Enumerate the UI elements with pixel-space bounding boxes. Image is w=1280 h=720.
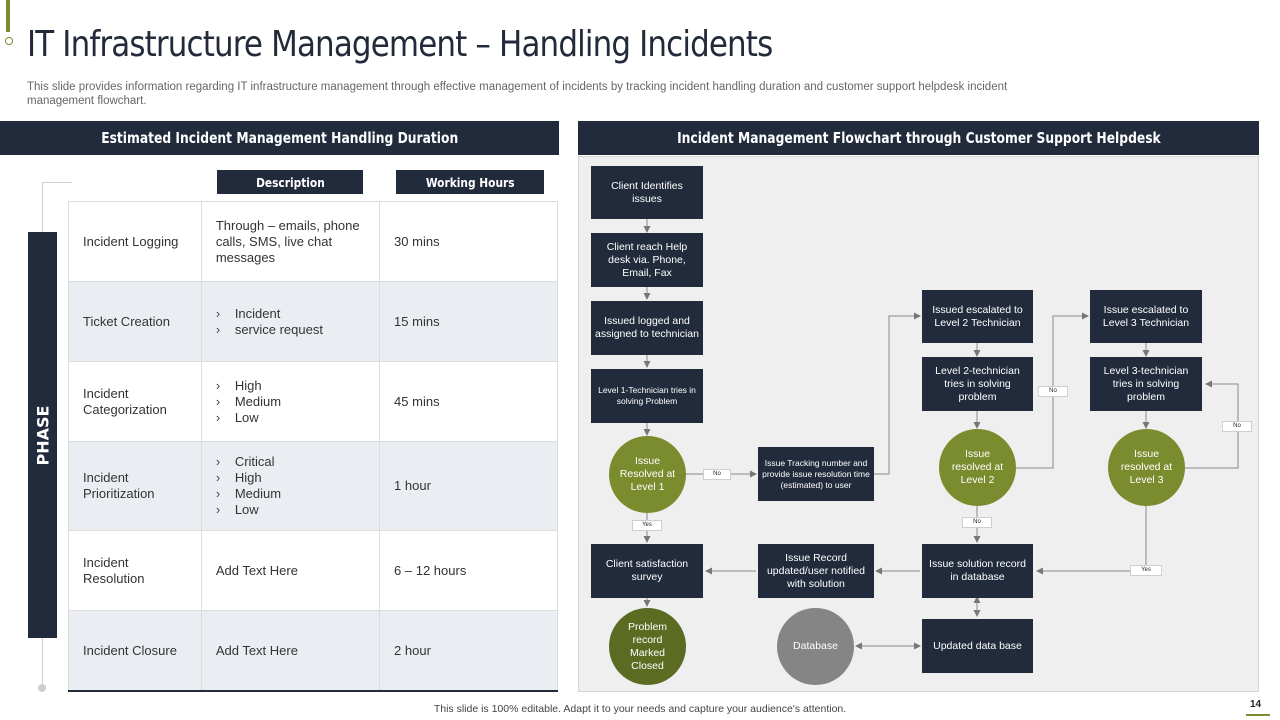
table-bottom-border — [68, 690, 558, 692]
slide-title: IT Infrastructure Management – Handling … — [27, 24, 773, 65]
phase-bar: PHASE — [28, 232, 57, 638]
label-yes: Yes — [632, 520, 662, 531]
node-updated-database: Updated data base — [922, 619, 1033, 673]
phase-hours: 6 – 12 hours — [379, 530, 558, 611]
node-level2-tries: Level 2-technician tries in solving prob… — [922, 357, 1033, 411]
phase-name: Ticket Creation — [68, 281, 202, 362]
description-column-header: Description — [217, 170, 363, 194]
phase-description: Incident service request — [200, 281, 381, 362]
phase-description: Add Text Here — [200, 530, 381, 611]
left-panel-header: Estimated Incident Management Handling D… — [0, 121, 559, 155]
working-hours-column-header: Working Hours — [396, 170, 544, 194]
phase-hours: 15 mins — [379, 281, 558, 362]
bullet-item: Low — [216, 410, 365, 426]
phase-hours: 1 hour — [379, 441, 558, 531]
node-resolved-level2: Issue resolved at Level 2 — [939, 429, 1016, 506]
node-satisfaction-survey: Client satisfaction survey — [591, 544, 703, 598]
bullet-item: Incident — [216, 306, 365, 322]
table-row: Incident Resolution Add Text Here 6 – 12… — [68, 530, 558, 611]
phase-name: Incident Resolution — [68, 530, 202, 611]
label-no: No — [1038, 386, 1068, 397]
table-row: Ticket Creation Incident service request… — [68, 281, 558, 362]
node-client-reach: Client reach Help desk via. Phone, Email… — [591, 233, 703, 287]
label-no: No — [1222, 421, 1252, 432]
label-no: No — [962, 517, 992, 528]
bullet-item: Medium — [216, 486, 365, 502]
bullet-item: service request — [216, 322, 365, 338]
node-escalated-level3: Issue escalated to Level 3 Technician — [1090, 290, 1202, 343]
table-row: Incident Prioritization Critical High Me… — [68, 441, 558, 531]
page-number: 14 — [1250, 699, 1262, 710]
bullet-item: Critical — [216, 454, 365, 470]
node-resolved-level3: Issue resolved at Level 3 — [1108, 429, 1185, 506]
table-row: Incident Logging Through – emails, phone… — [68, 201, 558, 282]
phase-description: High Medium Low — [200, 361, 381, 442]
node-problem-closed: Problem record Marked Closed — [609, 608, 686, 685]
node-escalated-level2: Issued escalated to Level 2 Technician — [922, 290, 1033, 343]
phase-hours: 45 mins — [379, 361, 558, 442]
phase-name: Incident Logging — [68, 201, 202, 282]
node-client-identifies: Client Identifies issues — [591, 166, 703, 219]
node-issued-logged: Issued logged and assigned to technician — [591, 301, 703, 355]
phase-name: Incident Categorization — [68, 361, 202, 442]
phase-description: Through – emails, phone calls, SMS, live… — [200, 201, 381, 282]
node-resolved-level1: Issue Resolved at Level 1 — [609, 436, 686, 513]
right-panel-header: Incident Management Flowchart through Cu… — [578, 121, 1259, 155]
table-row: Incident Categorization High Medium Low … — [68, 361, 558, 442]
footer-note: This slide is 100% editable. Adapt it to… — [433, 703, 847, 715]
phase-hours: 2 hour — [379, 610, 558, 691]
phase-table: Incident Logging Through – emails, phone… — [68, 201, 558, 691]
page-number-underline — [1246, 714, 1270, 716]
node-level1-tries: Level 1-Technician tries in solving Prob… — [591, 369, 703, 423]
bullet-item: High — [216, 378, 365, 394]
timeline-end-dot — [38, 684, 46, 692]
label-yes: Yes — [1130, 565, 1162, 576]
accent-dot — [5, 37, 13, 45]
phase-description: Critical High Medium Low — [200, 441, 381, 531]
phase-hours: 30 mins — [379, 201, 558, 282]
bullet-item: Medium — [216, 394, 365, 410]
node-database: Database — [777, 608, 854, 685]
node-level3-tries: Level 3-technician tries in solving prob… — [1090, 357, 1202, 411]
slide-subtitle: This slide provides information regardin… — [27, 81, 1008, 107]
accent-bar — [6, 0, 10, 32]
table-row: Incident Closure Add Text Here 2 hour — [68, 610, 558, 691]
phase-description: Add Text Here — [200, 610, 381, 691]
node-solution-record: Issue solution record in database — [922, 544, 1033, 598]
bullet-item: Low — [216, 502, 365, 518]
label-no: No — [703, 469, 731, 480]
node-issue-record-updated: Issue Record updated/user notified with … — [758, 544, 874, 598]
bullet-item: High — [216, 470, 365, 486]
timeline-connector — [42, 182, 72, 183]
node-issue-tracking: Issue Tracking number and provide issue … — [758, 447, 874, 501]
phase-name: Incident Prioritization — [68, 441, 202, 531]
phase-name: Incident Closure — [68, 610, 202, 691]
